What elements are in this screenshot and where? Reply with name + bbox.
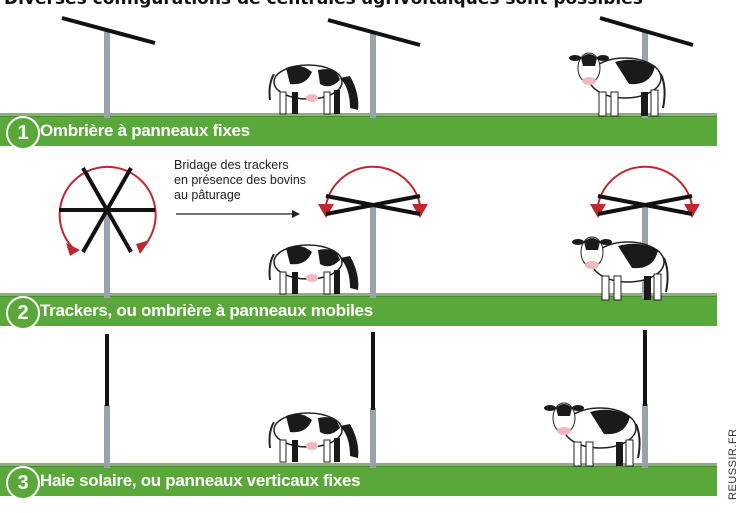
grass-band-3: [0, 463, 717, 496]
cow-grazing-2: [268, 244, 360, 295]
section-label-1: Ombrière à panneaux fixes: [40, 121, 250, 140]
credit-text: REUSSIR.FR: [727, 428, 739, 500]
grass-band-1: [0, 113, 717, 146]
vertical-panel-1: [104, 334, 110, 468]
tracker-restricted-1: [318, 165, 428, 298]
section-label-3: Haie solaire, ou panneaux verticaux fixe…: [40, 471, 361, 490]
section-number-3: 3: [6, 466, 40, 500]
section-number-1: 1: [6, 116, 40, 150]
grass-band-2: [0, 293, 717, 326]
tracker-annotation: Bridage des trackers en présence des bov…: [174, 158, 307, 202]
cow-grazing-1: [268, 64, 360, 115]
cow-standing-3: [543, 402, 641, 467]
tracker-rotation-wide: [58, 165, 157, 298]
infographic-title: Diverses configurations de centrales agr…: [4, 0, 643, 9]
cow-grazing-3: [268, 412, 360, 463]
section-number-2: 2: [6, 296, 40, 330]
section-label-2: Trackers, ou ombrière à panneaux mobiles: [40, 301, 373, 320]
arrow-head: [292, 210, 300, 218]
fixed-panel-2: [327, 18, 421, 118]
cow-standing-1: [568, 52, 666, 117]
fixed-panel-1: [61, 16, 156, 118]
vertical-panel-3: [642, 330, 648, 468]
vertical-panel-2: [370, 332, 376, 468]
cow-standing-2: [571, 236, 669, 301]
